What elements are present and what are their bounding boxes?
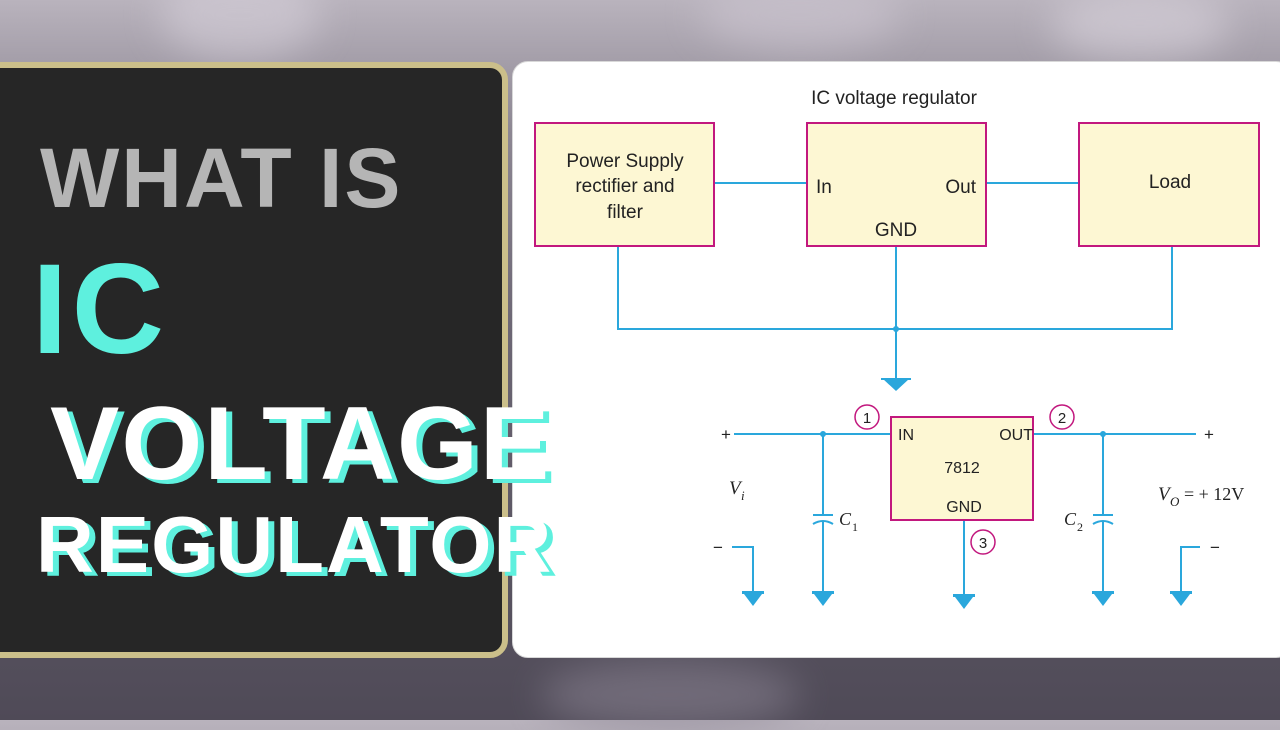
diagram-caption: IC voltage regulator (811, 88, 977, 109)
symbol-labels: V i C 1 C 2 V O = + 12V (729, 478, 1244, 534)
junction-dot (893, 326, 899, 332)
vi-label: V (729, 478, 743, 499)
c1-label: C (839, 509, 852, 529)
pin-2-label: 2 (1058, 410, 1066, 427)
vo-subscript: O (1170, 494, 1180, 509)
power-supply-label-1: Power Supply (566, 151, 684, 172)
power-supply-label-3: filter (607, 202, 644, 223)
output-minus-sign: − (1210, 538, 1220, 557)
regulator-in-label: In (816, 177, 832, 198)
bokeh-light (540, 660, 800, 730)
input-plus-sign: + (721, 425, 731, 444)
c1-subscript: 1 (852, 520, 858, 534)
circuit-wires (732, 433, 1200, 595)
pin-marker (1049, 404, 1075, 430)
title-ic: IC (32, 238, 168, 381)
output-plus-sign: + (1204, 425, 1214, 444)
input-minus-sign: − (713, 538, 723, 557)
pin-marker (854, 404, 880, 430)
bokeh-light (700, 0, 900, 50)
title-voltage: VOLTAGE (50, 386, 552, 502)
vi-subscript: i (741, 488, 745, 503)
ic-gnd-label: GND (946, 499, 982, 516)
diagram-svg: IC voltage regulator Power Supply rectif… (534, 88, 1260, 609)
ground-arrow (883, 379, 909, 391)
pin-3-label: 3 (979, 535, 987, 552)
title-regulator: REGULATOR (36, 500, 554, 589)
pin-marker (970, 529, 996, 555)
ic-in-label: IN (898, 427, 914, 444)
junction-dot (820, 431, 826, 437)
ground-symbols (742, 591, 1192, 609)
load-box (1078, 122, 1260, 247)
ic-7812-box (890, 416, 1034, 521)
pin-1-label: 1 (863, 410, 871, 427)
load-label: Load (1149, 172, 1191, 193)
bokeh-light (1050, 0, 1230, 60)
regulator-gnd-label: GND (875, 220, 917, 241)
junction-dot (1100, 431, 1106, 437)
vo-value: = + 12V (1184, 484, 1244, 504)
vo-label: V (1158, 484, 1172, 505)
title-panel (0, 62, 508, 658)
ic-part-label: 7812 (944, 460, 980, 477)
bokeh-light (160, 0, 320, 60)
ic-out-label: OUT (999, 427, 1033, 444)
regulator-box (806, 122, 987, 247)
power-supply-box (534, 122, 715, 247)
title-what-is: WHAT IS (40, 131, 403, 225)
regulator-out-label: Out (945, 177, 976, 198)
c2-subscript: 2 (1077, 520, 1083, 534)
power-supply-label-2: rectifier and (575, 176, 674, 197)
c2-label: C (1064, 509, 1077, 529)
